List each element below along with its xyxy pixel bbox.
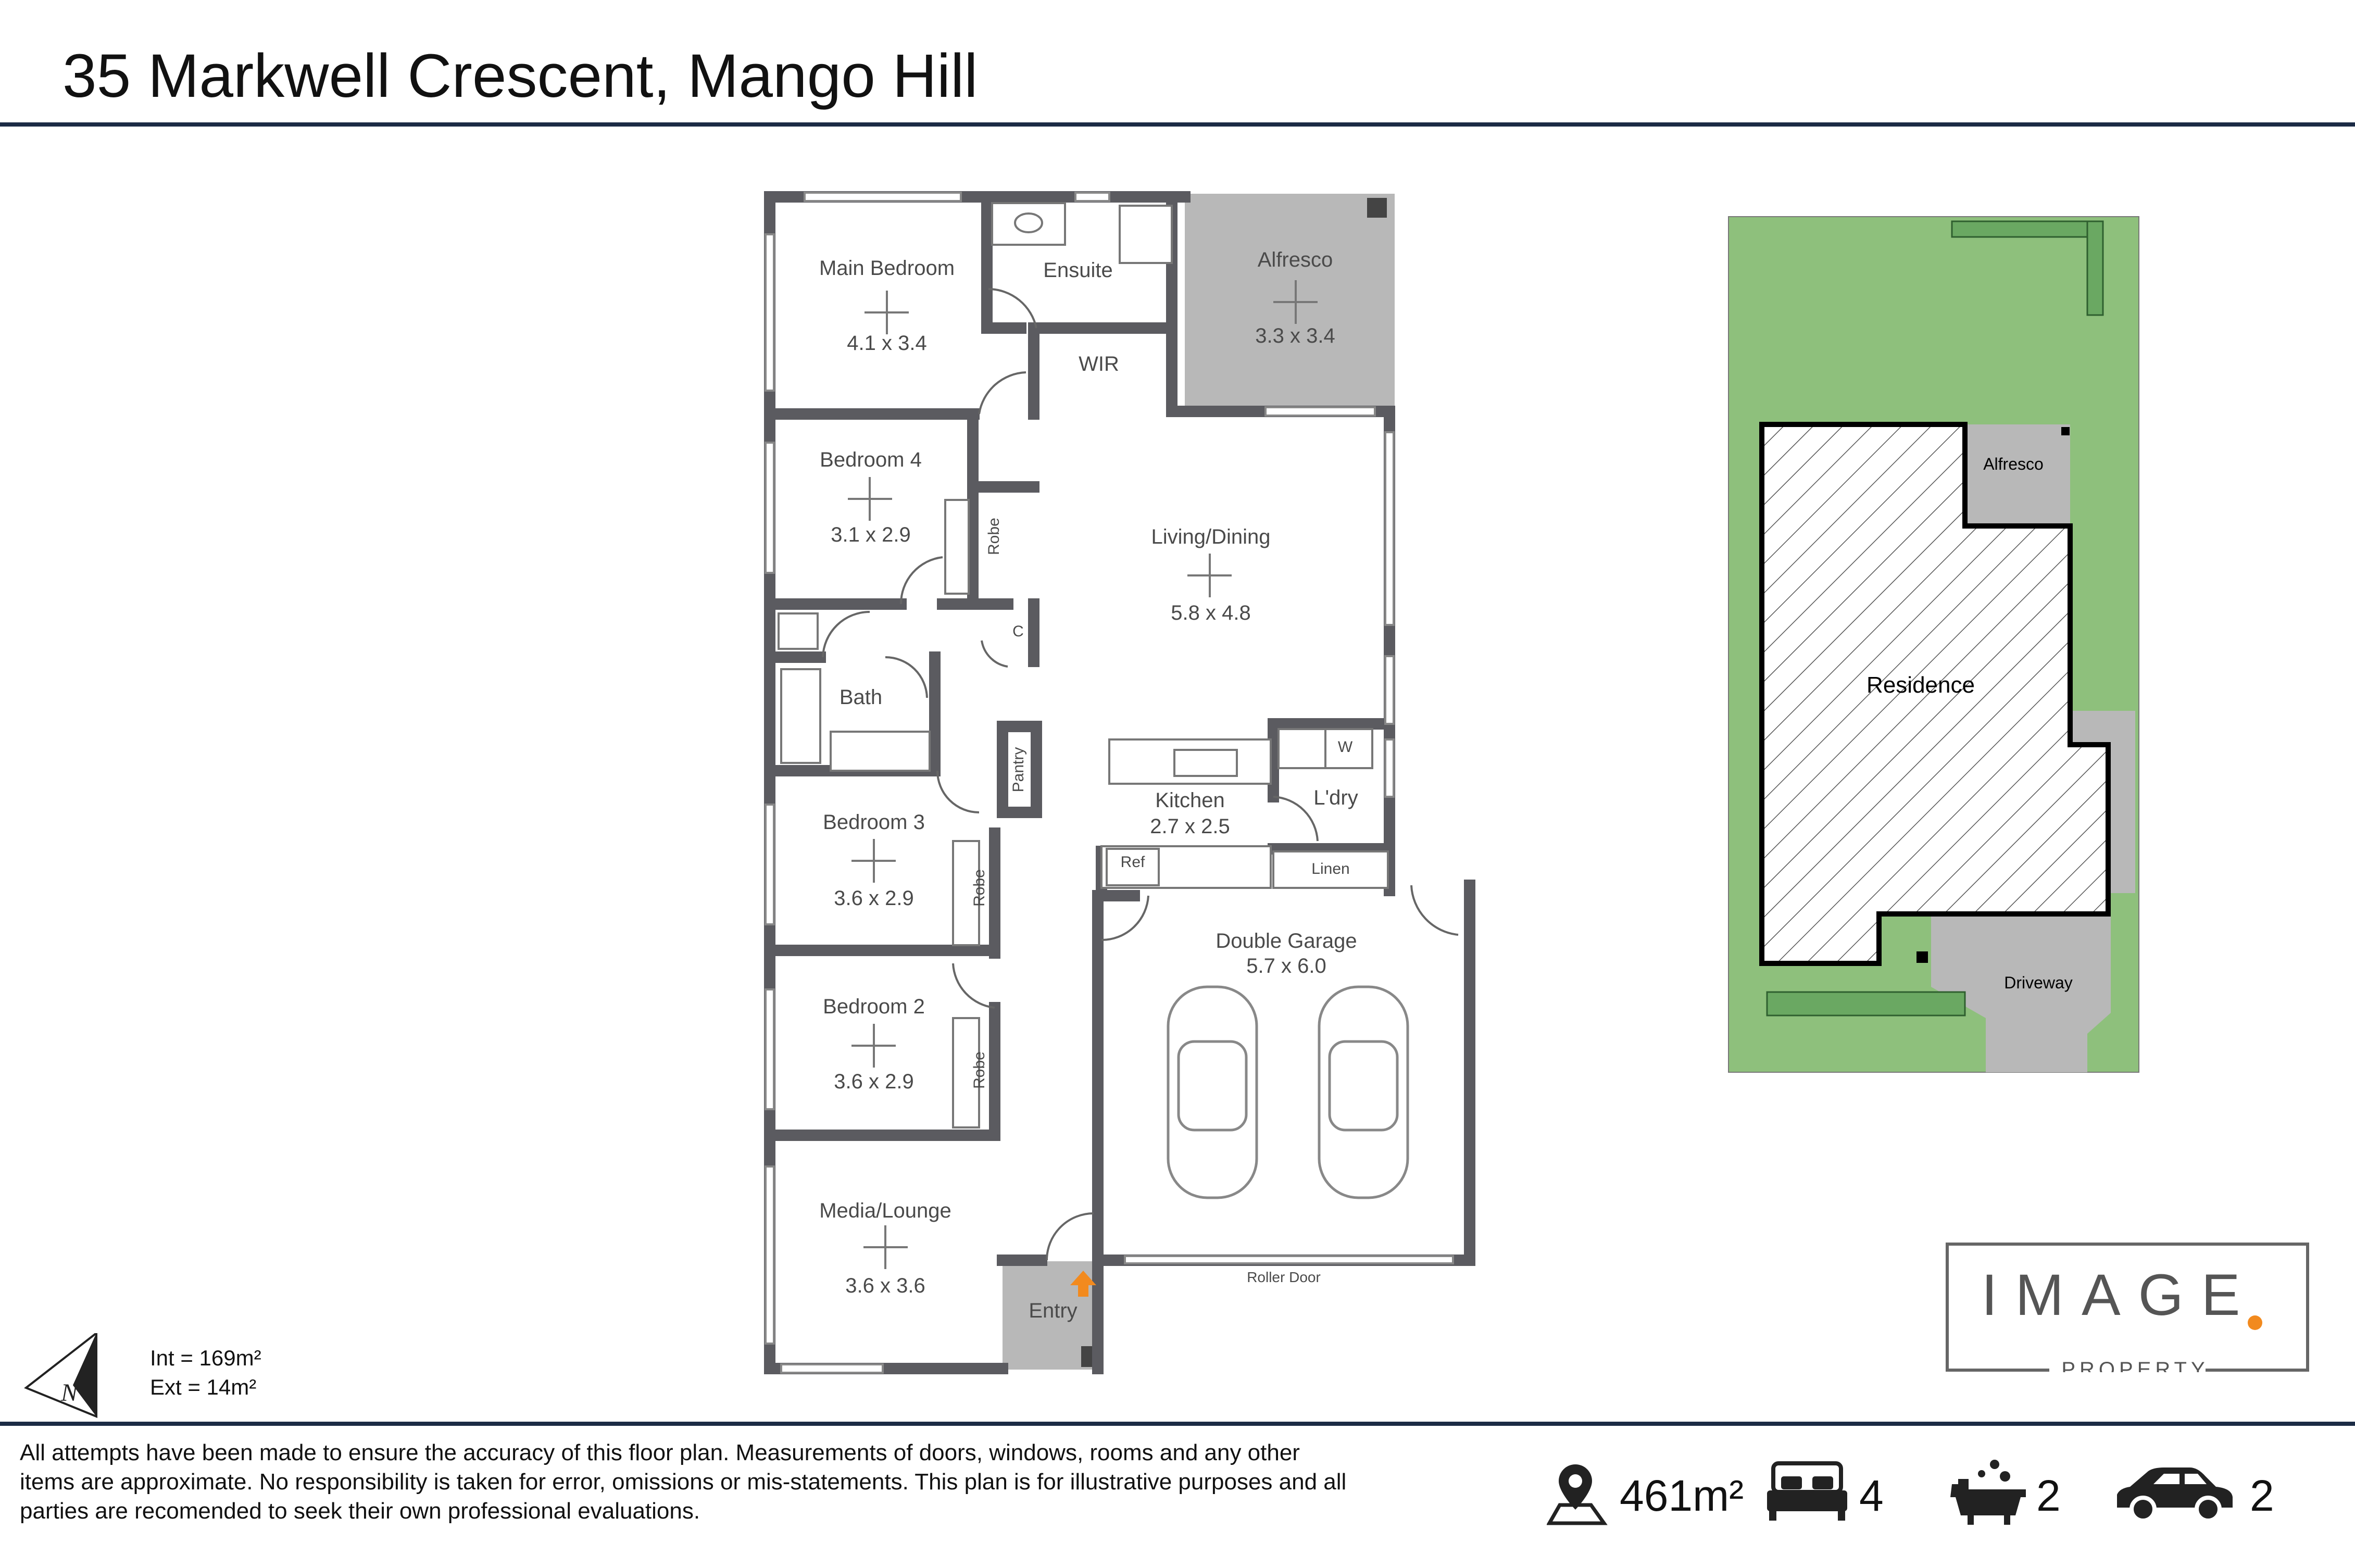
floor-plan: Main Bedroom 4.1 x 3.4 Ensuite WIR Alfre… (764, 191, 1475, 1374)
laundry-label: L'dry (1313, 786, 1358, 809)
driveway-zone (1931, 914, 2111, 1072)
media-label: Media/Lounge (819, 1199, 951, 1222)
car-icons (1167, 985, 1409, 1199)
alfresco-zone (1965, 424, 2070, 526)
bath-label: Bath (840, 686, 882, 709)
garage-label: Double Garage (1216, 930, 1357, 952)
site-plan: Residence Alfresco Driveway (1728, 216, 2139, 1073)
bedroom2-size: 3.6 x 2.9 (834, 1070, 913, 1093)
cars-value: 2 (2250, 1471, 2274, 1520)
property-stats: 461m² 4 2 2 (1547, 1453, 2338, 1531)
site-alfresco-label: Alfresco (1983, 455, 2044, 473)
land-area-value: 461m² (1620, 1471, 1744, 1520)
disclaimer: All attempts have been made to ensure th… (20, 1440, 1347, 1524)
logo-brand: IMAGE (1982, 1262, 2258, 1327)
residence-outline (1759, 422, 2111, 966)
cupboard-label: C (1012, 623, 1024, 640)
entry-arrow-icon (1070, 1271, 1096, 1297)
ensuite-label: Ensuite (1043, 259, 1112, 282)
area-info: Int = 169m² Ext = 14m² (150, 1344, 261, 1402)
media-size: 3.6 x 3.6 (845, 1274, 925, 1297)
kitchen-size: 2.7 x 2.5 (1150, 815, 1230, 838)
page-title: 35 Markwell Crescent, Mango Hill (62, 42, 978, 110)
entry-label: Entry (1029, 1299, 1077, 1322)
driveway-label: Driveway (2004, 973, 2073, 992)
main-bedroom-label: Main Bedroom (819, 257, 955, 280)
compass-n: N (60, 1379, 79, 1407)
washer-label: W (1338, 738, 1353, 756)
bedroom3-size: 3.6 x 2.9 (834, 887, 913, 910)
bathrooms-value: 2 (2036, 1471, 2061, 1520)
garage-size: 5.7 x 6.0 (1246, 955, 1326, 977)
ref-label: Ref (1121, 854, 1145, 871)
robe-label-bed2: Robe (971, 1051, 988, 1089)
internal-area: Int = 169m² (150, 1346, 261, 1370)
living-label: Living/Dining (1151, 525, 1270, 548)
bedroom3-label: Bedroom 3 (823, 811, 925, 834)
fan-icons (848, 280, 1318, 1269)
pantry-label: Pantry (1010, 747, 1027, 793)
car-icon (2117, 1467, 2233, 1523)
bedrooms-value: 4 (1859, 1471, 1884, 1520)
bed-icon (1767, 1461, 1847, 1521)
footer-divider (0, 1422, 2355, 1426)
bath-icon (1950, 1460, 2026, 1525)
compass-icon: N (24, 1333, 97, 1418)
linen-label: Linen (1311, 860, 1349, 877)
alfresco-size: 3.3 x 3.4 (1255, 324, 1335, 347)
alfresco-label: Alfresco (1258, 248, 1333, 271)
roller-door-label: Roller Door (1247, 1269, 1321, 1285)
hedge (1766, 220, 2104, 1017)
robe-label-bed4: Robe (985, 518, 1003, 555)
land-pin-icon (1547, 1464, 1608, 1525)
robe-label-bed3: Robe (971, 869, 988, 907)
external-area: Ext = 14m² (150, 1375, 257, 1399)
logo-sub: PROPERTY (2061, 1358, 2209, 1372)
fixtures (778, 202, 1389, 1128)
bedroom4-label: Bedroom 4 (820, 448, 922, 471)
door-swings (822, 288, 1459, 1261)
main-bedroom-size: 4.1 x 3.4 (847, 332, 926, 355)
logo-dot (2248, 1315, 2262, 1330)
wir-label: WIR (1079, 353, 1119, 375)
residence-label: Residence (1867, 672, 1975, 698)
windows (765, 192, 1454, 1374)
header-divider (0, 122, 2355, 127)
bedroom2-label: Bedroom 2 (823, 995, 925, 1018)
living-size: 5.8 x 4.8 (1171, 601, 1250, 624)
bedroom4-size: 3.1 x 2.9 (831, 523, 910, 546)
kitchen-label: Kitchen (1155, 789, 1224, 812)
image-property-logo: IMAGE PROPERTY (1946, 1243, 2309, 1372)
